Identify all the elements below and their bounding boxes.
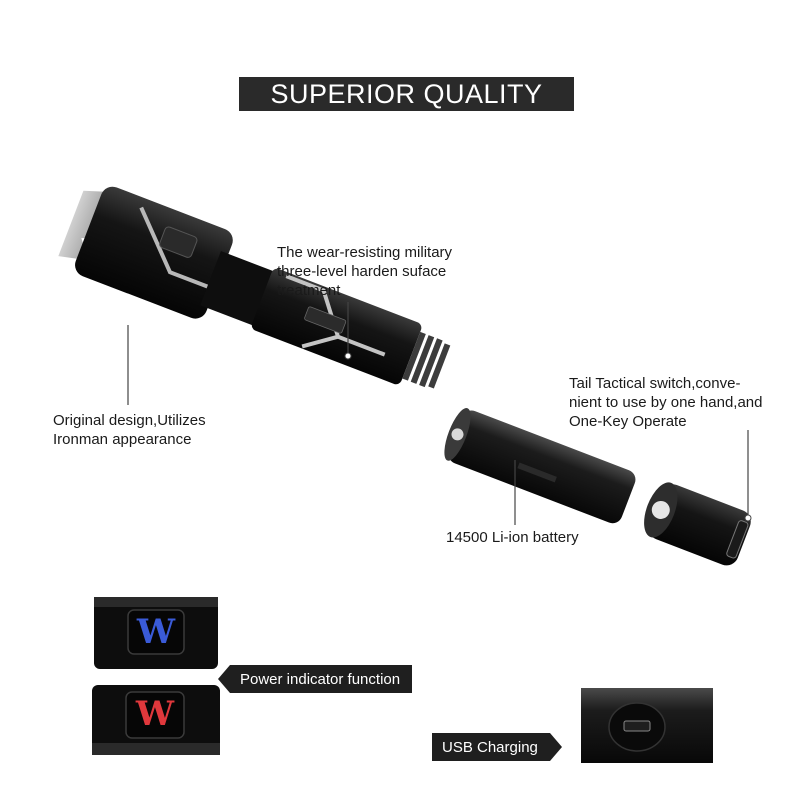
- callout-dot: [744, 514, 752, 522]
- flashlight-body: [58, 186, 451, 389]
- title-banner: SUPERIOR QUALITY: [239, 77, 574, 111]
- indicator-inset-red: [92, 685, 220, 755]
- indicator-inset-blue: [94, 597, 218, 669]
- usb-inset: [581, 688, 713, 763]
- title-text: SUPERIOR QUALITY: [270, 78, 543, 109]
- callout-battery: 14500 Li-ion battery: [446, 529, 579, 546]
- power-indicator-tag: Power indicator function: [218, 665, 412, 693]
- usb-charging-tag: USB Charging: [432, 733, 562, 761]
- callout-tail-switch: Tail Tactical switch,conve- nient to use…: [569, 375, 763, 430]
- callout-lines: [127, 302, 749, 525]
- tail-cap: [644, 482, 751, 566]
- usb-charging-label: USB Charging: [442, 738, 538, 756]
- indicator-letter-red: W: [135, 694, 175, 734]
- callout-original-design: Original design,Utilizes Ironman appeara…: [53, 412, 206, 448]
- battery: [444, 408, 636, 524]
- power-indicator-label: Power indicator function: [240, 670, 401, 688]
- indicator-letter-blue: W: [136, 612, 176, 652]
- callout-dot: [344, 352, 352, 360]
- callout-surface-treatment: The wear-resisting military three-level …: [277, 244, 453, 299]
